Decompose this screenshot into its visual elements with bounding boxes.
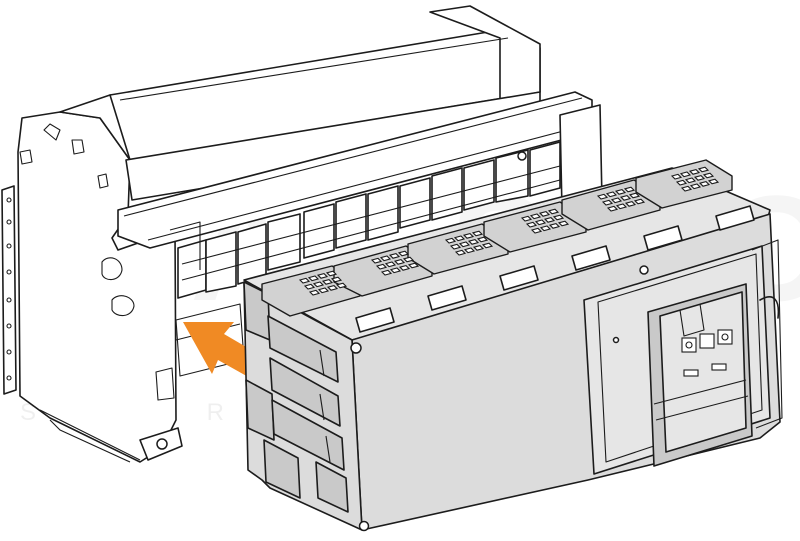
keypad-grid <box>370 250 420 276</box>
keypad-cell <box>689 183 702 190</box>
breaker-top-slots <box>355 205 755 333</box>
keypad-cell <box>402 256 415 263</box>
breaker-indicator-window <box>711 363 727 371</box>
keypad-cell <box>398 264 411 271</box>
keypad-cell <box>303 283 316 290</box>
keypad-cell <box>471 230 484 237</box>
keypad-cell <box>624 200 637 207</box>
keypad-cell <box>520 215 533 222</box>
keypad-cell <box>552 214 565 221</box>
keypad-cell <box>388 252 401 259</box>
keypad-cell <box>326 284 339 291</box>
keypad-cell <box>707 178 720 185</box>
keypad-cell <box>407 262 420 269</box>
keypad-cell <box>389 267 402 274</box>
keypad-cell <box>688 168 701 175</box>
keypad-grid <box>298 270 348 296</box>
keypad-cell <box>623 186 636 193</box>
keypad-cell <box>693 174 706 181</box>
keypad-grid <box>670 166 720 192</box>
keypad-cell <box>605 191 618 198</box>
breaker-indicator-window <box>683 369 699 377</box>
keypad-grid <box>520 208 570 234</box>
keypad-cell <box>481 242 494 249</box>
keypad-cell <box>697 166 710 173</box>
keypad-cell <box>384 261 397 268</box>
keypad-cell <box>335 282 348 289</box>
keypad-cell <box>619 194 632 201</box>
keypad-cell <box>534 219 547 226</box>
keypad-grid <box>444 230 494 256</box>
circuit-breaker <box>243 159 783 532</box>
keypad-cell <box>698 180 711 187</box>
keypad-cell <box>539 225 552 232</box>
keypad-cell <box>601 199 614 206</box>
keypad-cell <box>529 213 542 220</box>
keypad-cell <box>476 236 489 243</box>
keypad-cell <box>321 278 334 285</box>
keypad-cell <box>543 216 556 223</box>
breaker-left-features <box>243 281 370 532</box>
breaker-front-panel <box>583 239 783 475</box>
keypad-cell <box>316 272 329 279</box>
breaker-keypads <box>298 166 720 296</box>
keypad-cell <box>614 188 627 195</box>
keypad-cell <box>702 172 715 179</box>
keypad-cell <box>525 221 538 228</box>
keypad-cell <box>397 250 410 257</box>
keypad-cell <box>453 235 466 242</box>
keypad-cell <box>633 198 646 205</box>
keypad-cell <box>444 237 457 244</box>
keypad-cell <box>467 238 480 245</box>
keypad-cell <box>680 185 693 192</box>
keypad-cell <box>628 192 641 199</box>
keypad-cell <box>370 257 383 264</box>
keypad-cell <box>449 243 462 250</box>
keypad-cell <box>684 177 697 184</box>
chassis-cradle <box>1 5 603 463</box>
keypad-cell <box>375 263 388 270</box>
keypad-cell <box>472 244 485 251</box>
keypad-cell <box>548 222 561 229</box>
keypad-cell <box>380 269 393 276</box>
keypad-cell <box>317 287 330 294</box>
keypad-cell <box>670 173 683 180</box>
keypad-cell <box>462 232 475 239</box>
keypad-cell <box>538 210 551 217</box>
keypad-cell <box>679 171 692 178</box>
keypad-cell <box>615 203 628 210</box>
keypad-cell <box>530 227 543 234</box>
keypad-cell <box>308 289 321 296</box>
keypad-cell <box>458 241 471 248</box>
chassis-mounting-rail <box>1 185 17 395</box>
keypad-cell <box>393 258 406 265</box>
keypad-cell <box>298 277 311 284</box>
breaker-button-middle <box>699 333 715 349</box>
keypad-cell <box>379 255 392 262</box>
keypad-cell <box>596 193 609 200</box>
keypad-cell <box>454 249 467 256</box>
keypad-cell <box>610 197 623 204</box>
keypad-cell <box>463 247 476 254</box>
rail-holes <box>6 197 12 381</box>
keypad-cell <box>557 220 570 227</box>
keypad-cell <box>330 276 343 283</box>
keypad-cell <box>312 281 325 288</box>
keypad-cell <box>307 275 320 282</box>
keypad-grid <box>596 186 646 212</box>
keypad-cell <box>675 179 688 186</box>
keypad-cell <box>547 208 560 215</box>
keypad-cell <box>325 270 338 277</box>
chassis-slots <box>169 141 561 377</box>
keypad-cell <box>606 205 619 212</box>
